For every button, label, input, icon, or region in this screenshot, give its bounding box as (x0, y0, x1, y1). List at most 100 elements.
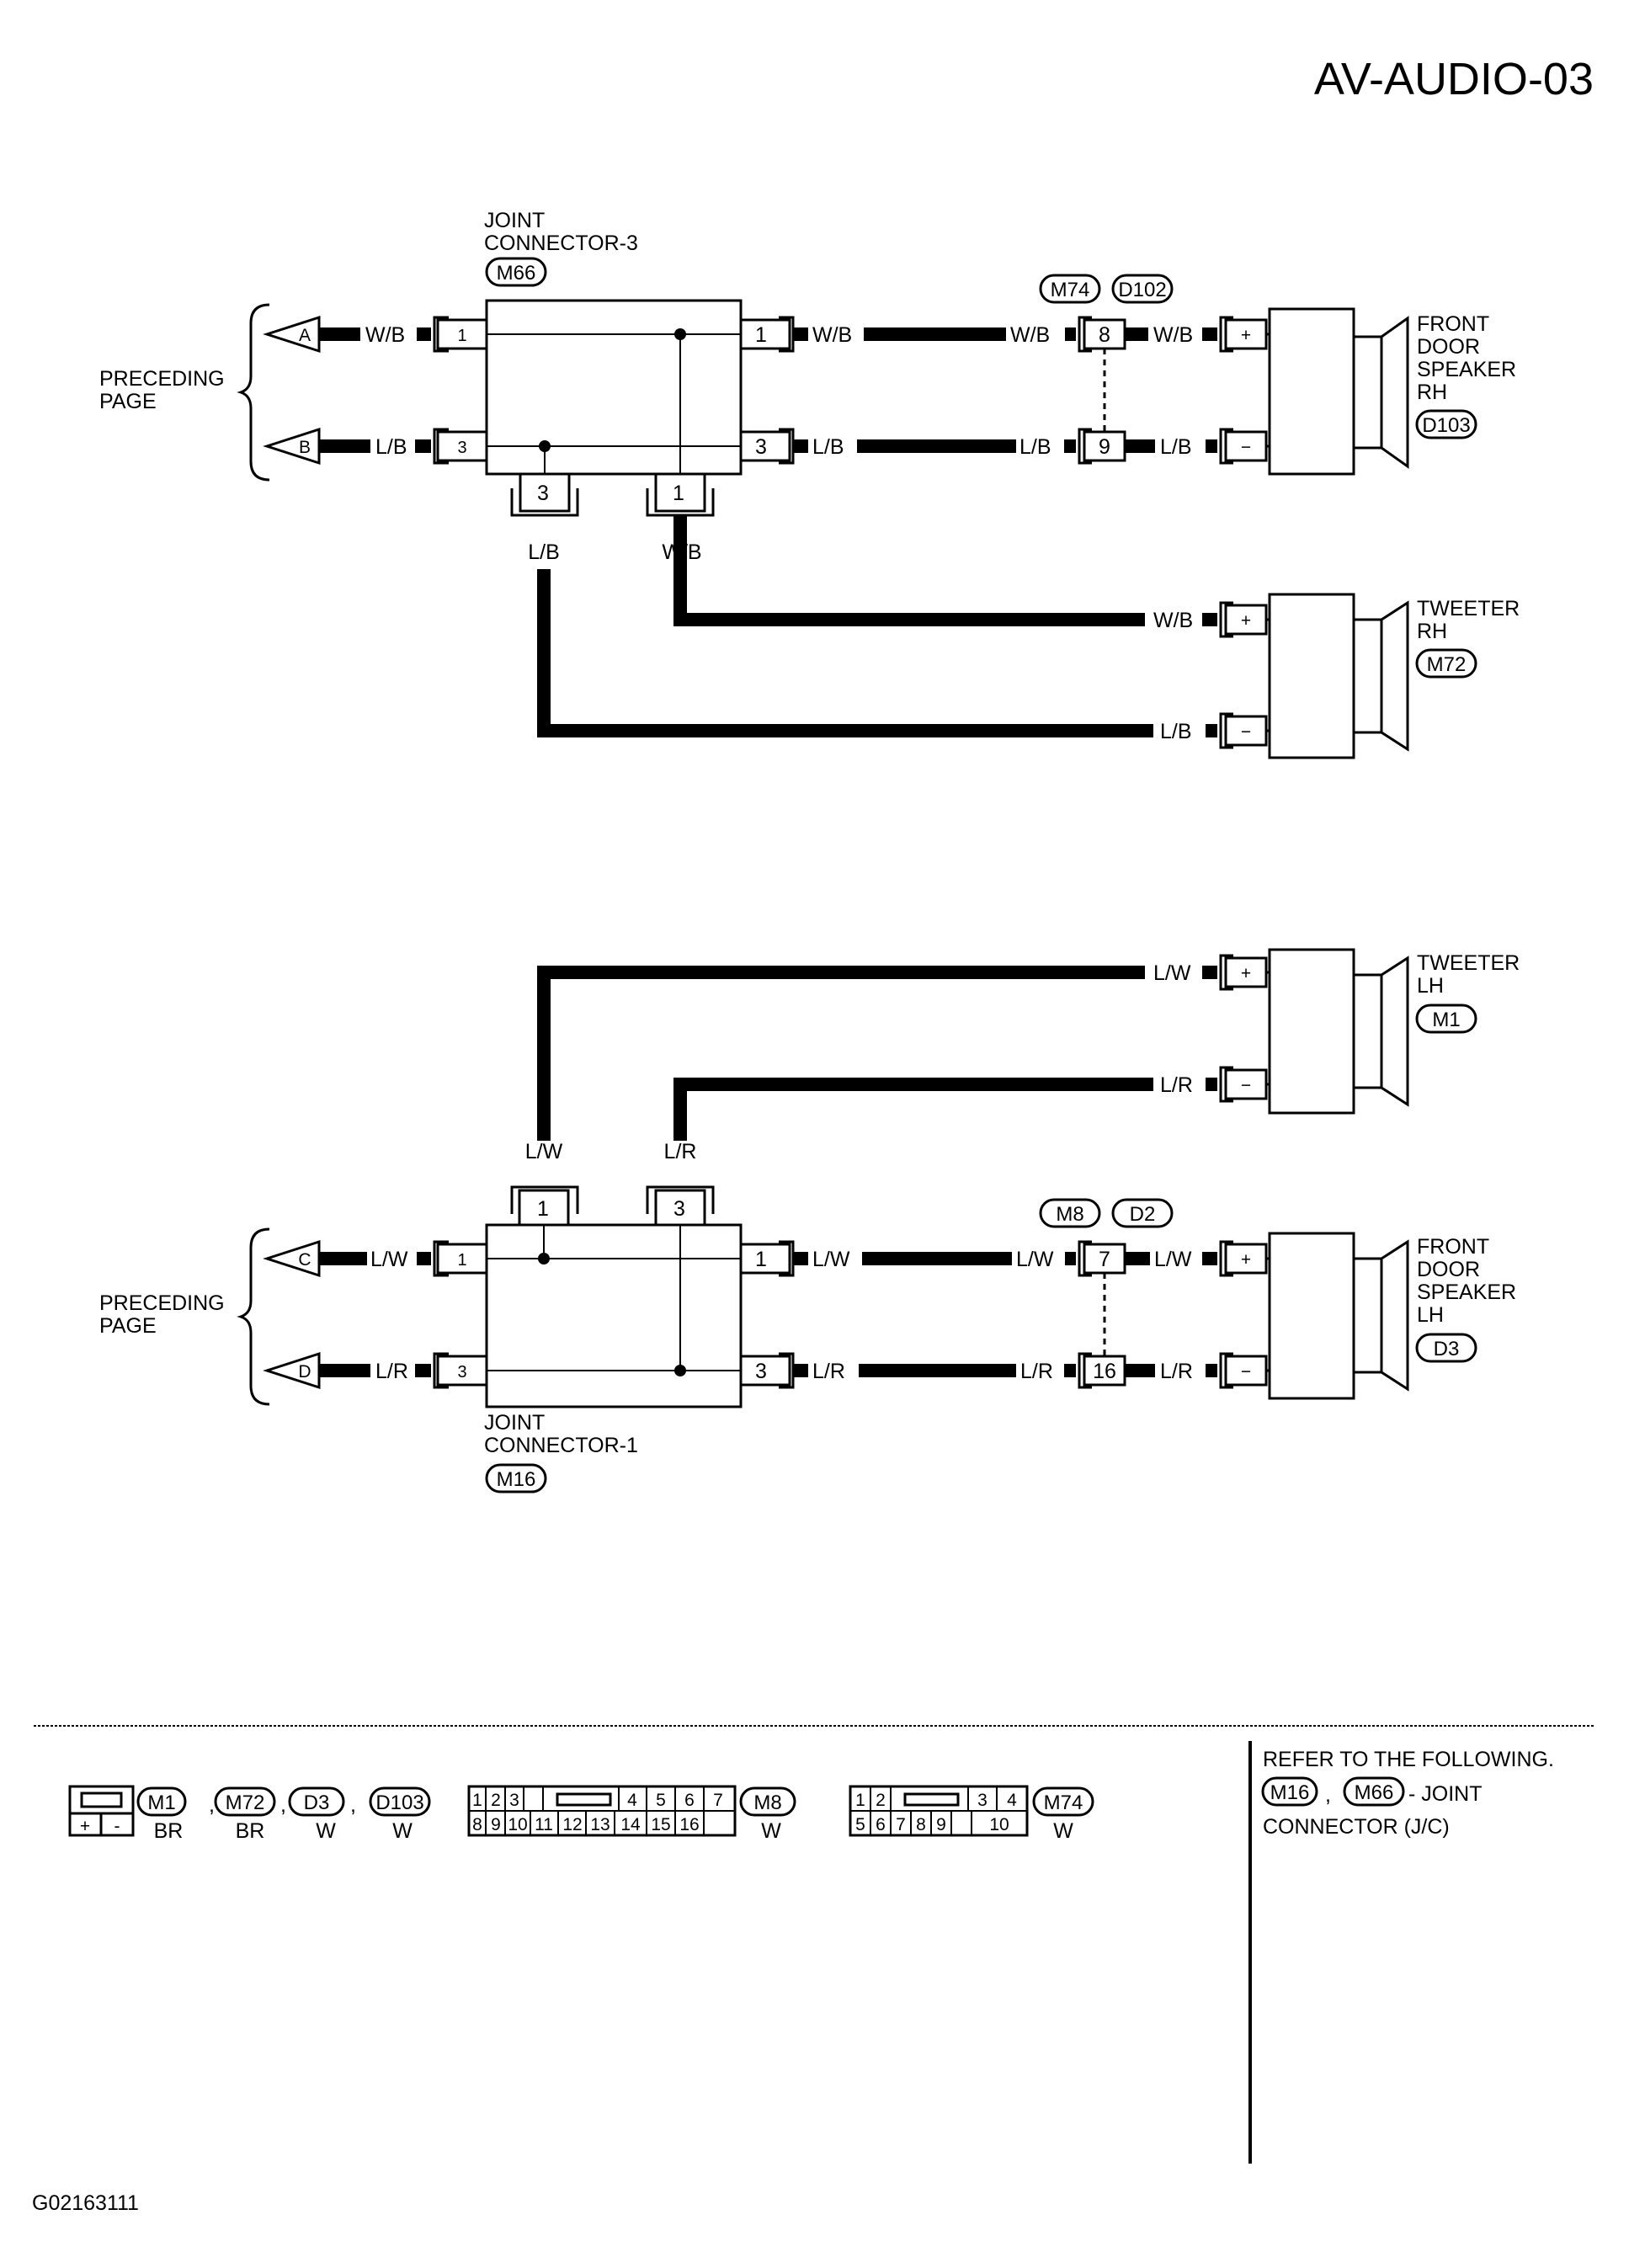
speaker-front-door-lh: + − FRONT DOOR SPEAKER LH D3 (1219, 1232, 1516, 1400)
svg-text:1: 1 (855, 1791, 865, 1810)
j1-pin-top-1: 1 (510, 1185, 579, 1227)
svg-text:TWEETER: TWEETER (1417, 951, 1520, 975)
svg-text:3: 3 (755, 435, 767, 459)
svg-text:W/B: W/B (1153, 609, 1193, 632)
svg-text:16: 16 (679, 1815, 699, 1834)
svg-text:11: 11 (535, 1815, 553, 1834)
wire-label-wb: W/B (365, 323, 405, 347)
svg-text:JOINT: JOINT (484, 209, 545, 232)
svg-text:M8: M8 (1056, 1203, 1083, 1226)
j3-pin-bottom-1: 1 (646, 472, 715, 517)
svg-text:W: W (761, 1819, 781, 1843)
svg-text:3: 3 (673, 1197, 685, 1221)
svg-text:M74: M74 (1051, 279, 1090, 301)
svg-text:-: - (114, 1817, 120, 1836)
svg-text:2: 2 (876, 1791, 886, 1810)
svg-text:- JOINT: - JOINT (1408, 1782, 1483, 1806)
svg-text:+: + (1241, 964, 1251, 983)
svg-text:JOINT: JOINT (484, 1411, 545, 1435)
wire-label-lw-up: L/W (525, 1140, 563, 1163)
svg-text:+: + (1241, 611, 1251, 631)
svg-text:M1: M1 (147, 1792, 175, 1814)
tag-m66: M66 (497, 262, 536, 285)
svg-text:7: 7 (713, 1791, 723, 1810)
svg-text:1: 1 (755, 1248, 767, 1271)
svg-text:FRONT: FRONT (1417, 1235, 1489, 1259)
page-code: AV-AUDIO-03 (1314, 54, 1594, 104)
svg-text:3: 3 (977, 1791, 988, 1810)
legend-2pin-connector: + - M1 , M72 , D3 , D103 BR BR W W (68, 1785, 431, 1843)
svg-text:−: − (1241, 1076, 1251, 1095)
svg-text:,: , (350, 1793, 356, 1817)
joint-connector-3: JOINT CONNECTOR-3 M66 (484, 209, 743, 476)
svg-text:CONNECTOR-3: CONNECTOR-3 (484, 232, 638, 255)
svg-text:M74: M74 (1044, 1792, 1083, 1814)
svg-text:B: B (299, 438, 311, 457)
svg-text:,: , (280, 1793, 286, 1817)
preceding-page-lower: PRECEDING PAGE (99, 1227, 270, 1406)
svg-text:6: 6 (876, 1815, 886, 1834)
svg-text:SPEAKER: SPEAKER (1417, 358, 1516, 381)
svg-text:L/R: L/R (1160, 1073, 1193, 1097)
svg-text:D102: D102 (1118, 279, 1166, 301)
page-label: PAGE (99, 390, 157, 413)
svg-text:,: , (1325, 1783, 1331, 1807)
svg-text:8: 8 (1099, 323, 1110, 347)
svg-text:M72: M72 (226, 1792, 265, 1814)
svg-text:9: 9 (491, 1815, 501, 1834)
svg-text:LH: LH (1417, 1303, 1444, 1327)
joint-connector-1: JOINT CONNECTOR-1 M16 (484, 1223, 743, 1493)
svg-text:16: 16 (1093, 1360, 1116, 1383)
svg-text:W: W (316, 1819, 336, 1843)
j3-pin-left-1: 1 (433, 316, 488, 353)
svg-text:W/B: W/B (1153, 323, 1193, 347)
svg-text:9: 9 (936, 1815, 946, 1834)
svg-text:4: 4 (627, 1791, 637, 1810)
svg-text:12: 12 (562, 1815, 582, 1834)
svg-text:1: 1 (755, 323, 767, 347)
wire-label-lb-down: L/B (528, 540, 560, 564)
svg-text:1: 1 (457, 1251, 466, 1270)
svg-text:FRONT: FRONT (1417, 312, 1489, 336)
svg-text:1: 1 (673, 482, 684, 505)
svg-text:L/R: L/R (375, 1360, 408, 1383)
svg-text:3: 3 (537, 482, 549, 505)
svg-text:W: W (392, 1819, 413, 1843)
svg-text:−: − (1241, 438, 1251, 457)
svg-text:TWEETER: TWEETER (1417, 597, 1520, 620)
svg-text:DOOR: DOOR (1417, 335, 1480, 359)
svg-text:L/B: L/B (1160, 435, 1192, 459)
legend-10pin-connector: 1 2 3 4 5 6 7 8 9 10 M74 W (849, 1785, 1094, 1843)
svg-text:LH: LH (1417, 974, 1444, 998)
inline-connector-m8-d2: M8 D2 7 16 (1039, 1198, 1174, 1389)
svg-text:1: 1 (537, 1197, 549, 1221)
svg-text:D3: D3 (1434, 1338, 1460, 1360)
svg-text:DOOR: DOOR (1417, 1258, 1480, 1281)
svg-text:L/W: L/W (1016, 1248, 1054, 1271)
flag-a: A (263, 315, 321, 354)
svg-text:1: 1 (472, 1791, 482, 1810)
svg-text:15: 15 (651, 1815, 670, 1834)
svg-text:L/W: L/W (1153, 961, 1191, 985)
svg-text:10: 10 (989, 1815, 1009, 1834)
svg-text:L/W: L/W (1154, 1248, 1192, 1271)
svg-text:M72: M72 (1427, 653, 1467, 676)
svg-text:2: 2 (491, 1791, 501, 1810)
svg-text:3: 3 (457, 439, 466, 457)
svg-text:L/R: L/R (1160, 1360, 1193, 1383)
wire-label-lr-up: L/R (664, 1140, 697, 1163)
svg-text:3: 3 (755, 1360, 767, 1383)
svg-text:W: W (1053, 1819, 1073, 1843)
svg-text:8: 8 (916, 1815, 926, 1834)
svg-text:8: 8 (472, 1815, 482, 1834)
inline-connector-m74-d102: M74 D102 8 9 (1039, 274, 1174, 465)
j1-pin-top-3: 3 (646, 1185, 715, 1227)
svg-text:BR: BR (154, 1819, 184, 1843)
svg-text:L/B: L/B (1160, 720, 1192, 743)
svg-text:−: − (1241, 722, 1251, 742)
svg-text:10: 10 (508, 1815, 527, 1834)
svg-text:7: 7 (1099, 1248, 1110, 1271)
svg-text:W/B: W/B (812, 323, 852, 347)
svg-text:D3: D3 (304, 1792, 330, 1814)
